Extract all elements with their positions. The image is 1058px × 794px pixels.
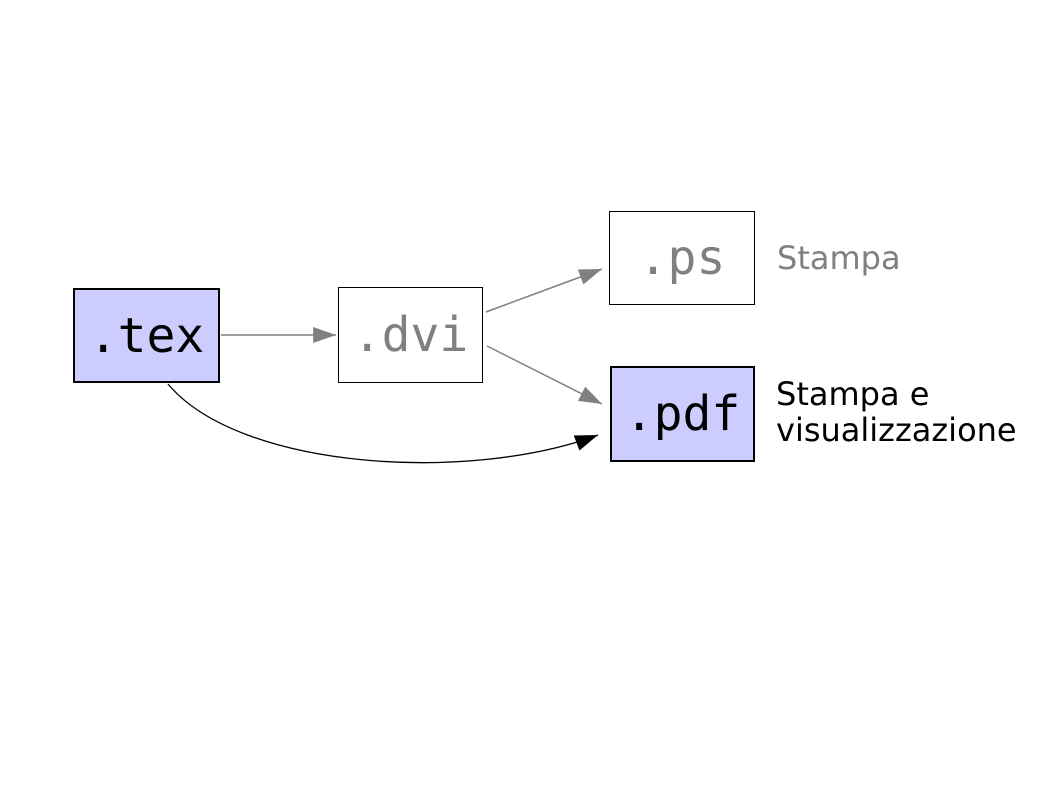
node-ps-label: .ps (638, 230, 726, 286)
annotation-pdf-line2: visualizzazione (776, 411, 1017, 449)
node-pdf: .pdf (610, 366, 755, 462)
edge-dvi-ps (485, 268, 603, 313)
annotation-ps-text: Stampa (777, 239, 901, 277)
node-tex: .tex (73, 288, 220, 383)
node-pdf-label: .pdf (624, 386, 741, 442)
node-ps: .ps (609, 211, 755, 305)
node-dvi-label: .dvi (352, 307, 469, 363)
annotation-pdf-stampa-visualizzazione: Stampa e visualizzazione (776, 376, 1017, 448)
annotation-ps-stampa: Stampa (777, 240, 901, 276)
edge-tex-pdf-curve (167, 383, 599, 464)
edge-dvi-pdf (486, 345, 603, 405)
node-tex-label: .tex (88, 307, 205, 364)
annotation-pdf-line1: Stampa e (776, 375, 930, 413)
node-dvi: .dvi (338, 287, 483, 383)
